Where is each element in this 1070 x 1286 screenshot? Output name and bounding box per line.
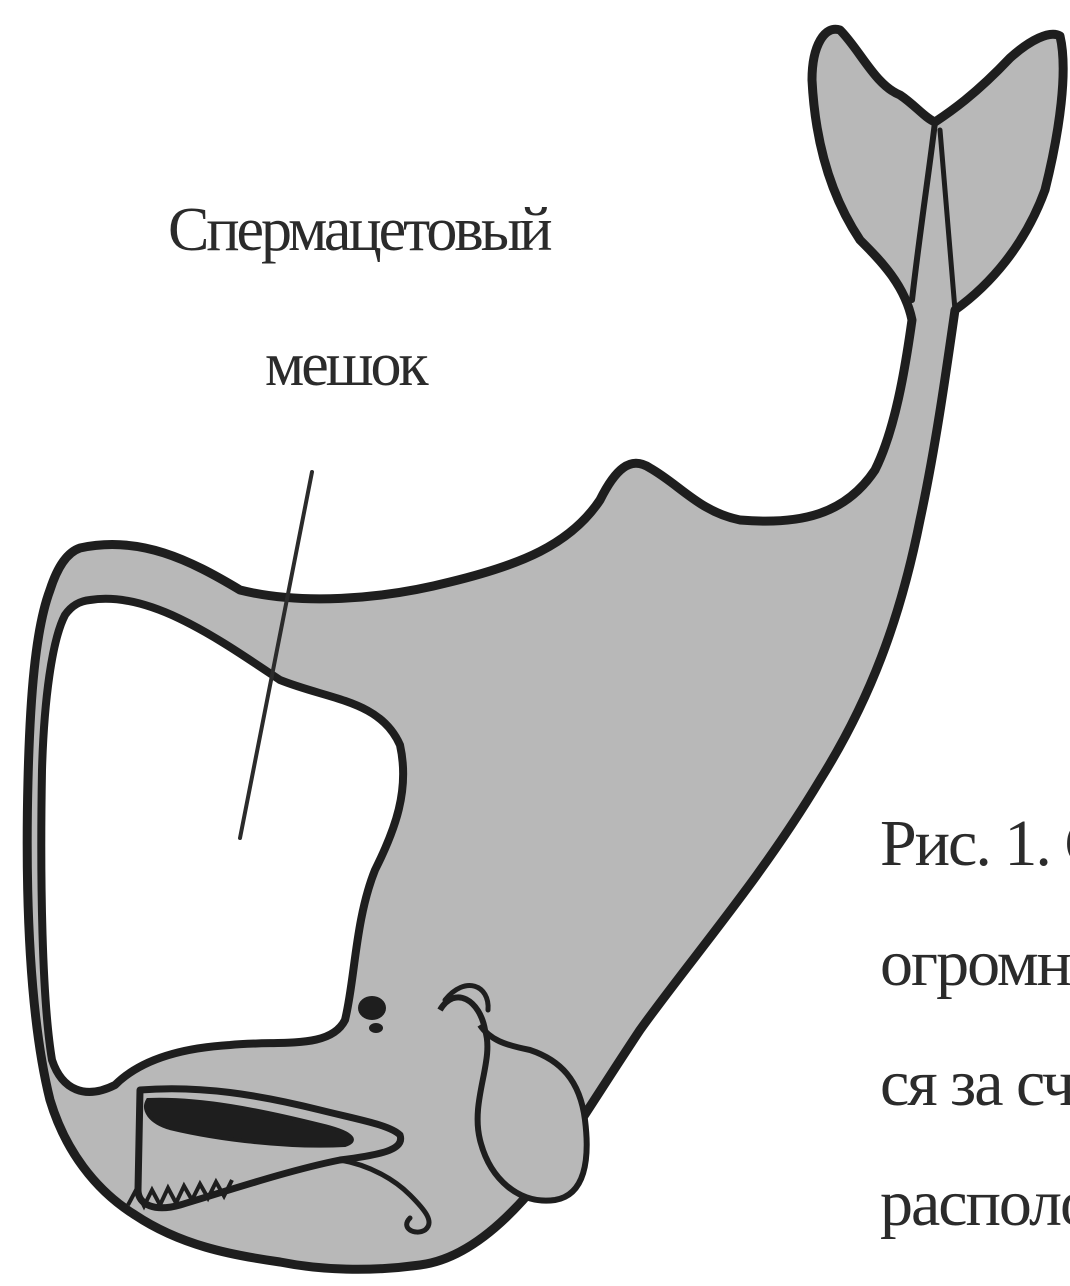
eye-mark <box>369 1023 383 1033</box>
figure-caption-line2: огромны <box>880 927 1070 1000</box>
spermaceti-sac-label-line1: Спермацетовый <box>168 196 551 264</box>
figure-caption-line4: располож <box>880 1167 1070 1240</box>
figure-caption-line3: ся за счет <box>880 1047 1070 1120</box>
spermaceti-sac-label-line2: мешок <box>265 331 429 399</box>
figure-caption-line1: Рис. 1. С <box>880 807 1070 880</box>
eye <box>358 996 386 1020</box>
